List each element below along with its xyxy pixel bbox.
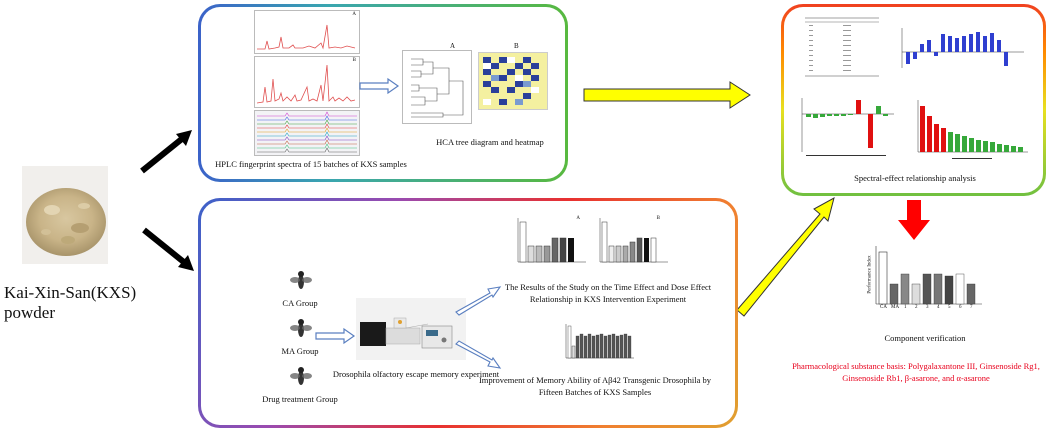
fly-icon-ma <box>290 319 312 337</box>
verification-tick-2: 2 <box>915 305 918 310</box>
arrow-to-memory <box>455 340 502 369</box>
memory-ability-chart <box>560 322 636 368</box>
hplc-chromatogram-a: A <box>254 10 360 54</box>
pharmacological-basis: Pharmacological substance basis: Polygal… <box>780 360 1052 385</box>
group-label-drug: Drug treatment Group <box>262 394 338 404</box>
hplc-panel-a-letter: A <box>352 12 356 17</box>
correlation-bar-chart <box>896 24 1026 72</box>
verification-tick-ma: MA <box>891 305 900 310</box>
time-dose-caption-line2: Relationship in KXS Intervention Experim… <box>529 294 687 305</box>
hca-letter-b: B <box>514 42 519 50</box>
verification-tick-3: 3 <box>926 305 929 310</box>
powder-label: Kai-Xin-San(KXS) powder <box>4 283 137 322</box>
arrow-to-spectral-effect <box>583 81 751 109</box>
verification-caption: Component verification <box>884 333 966 343</box>
verification-tick-6: 6 <box>959 305 962 310</box>
group-label-ma: MA Group <box>281 346 319 356</box>
verification-tick-7: 7 <box>970 305 973 310</box>
time-dose-caption-line1: The Results of the Study on the Time Eff… <box>504 282 712 292</box>
verification-xaxis: CA MA 1 2 3 4 5 6 7 <box>876 305 986 313</box>
arrow-hplc-to-hca <box>359 77 400 95</box>
group-label-ca: CA Group <box>282 298 318 308</box>
hca-heatmap <box>478 52 548 110</box>
hplc-stacked-chromatograms <box>254 110 360 156</box>
memory-caption: Improvement of Memory Ability of Aβ42 Tr… <box>470 374 720 399</box>
time-dose-caption: The Results of the Study on the Time Eff… <box>488 281 728 306</box>
hca-caption: HCA tree diagram and heatmap <box>436 137 544 147</box>
verification-tick-4: 4 <box>937 305 940 310</box>
fly-icon-drug <box>290 367 312 385</box>
arrow-to-experiment <box>142 227 194 271</box>
deviation-bar-chart <box>796 94 896 162</box>
basis-line2: Ginsenoside Rb1, β-asarone, and α-asaron… <box>842 373 990 384</box>
arrow-to-verification <box>898 200 930 240</box>
verification-tick-ca: CA <box>880 305 887 310</box>
arrow-experiment-to-spectral <box>736 197 835 317</box>
spectral-table <box>803 16 881 78</box>
verification-ylabel: Performance Index <box>867 255 873 294</box>
hca-dendrogram <box>402 50 472 124</box>
kxs-powder-photo <box>22 166 108 264</box>
hplc-chromatogram-b: B <box>254 56 360 108</box>
arrow-groups-to-apparatus <box>315 327 356 345</box>
hplc-caption: HPLC fingerprint spectra of 15 batches o… <box>215 159 407 169</box>
verification-tick-5: 5 <box>948 305 951 310</box>
olfactory-caption: Drosophila olfactory escape memory exper… <box>332 369 500 379</box>
verification-tick-1: 1 <box>904 305 907 310</box>
dose-chart-letter: B <box>656 216 660 221</box>
experiment-box <box>198 198 738 428</box>
hca-letter-a: A <box>450 42 456 50</box>
spectral-caption: Spectral-effect relationship analysis <box>854 173 976 183</box>
importance-bar-chart <box>912 98 1030 164</box>
memory-caption-line2: Fifteen Batches of KXS Samples <box>538 387 652 398</box>
arrow-to-hplc <box>140 130 192 174</box>
time-chart-letter: A <box>576 216 580 221</box>
dose-effect-chart: B <box>592 216 670 274</box>
fly-icon-ca <box>290 271 312 289</box>
component-verification-chart <box>866 244 984 320</box>
basis-line1: Pharmacological substance basis: Polygal… <box>792 361 1040 371</box>
time-effect-chart: A <box>510 216 588 274</box>
hplc-panel-b-letter: B <box>352 58 356 63</box>
memory-caption-line1: Improvement of Memory Ability of Aβ42 Tr… <box>478 375 712 385</box>
olfactory-apparatus-photo <box>356 298 466 360</box>
arrow-to-time-dose <box>455 286 502 316</box>
